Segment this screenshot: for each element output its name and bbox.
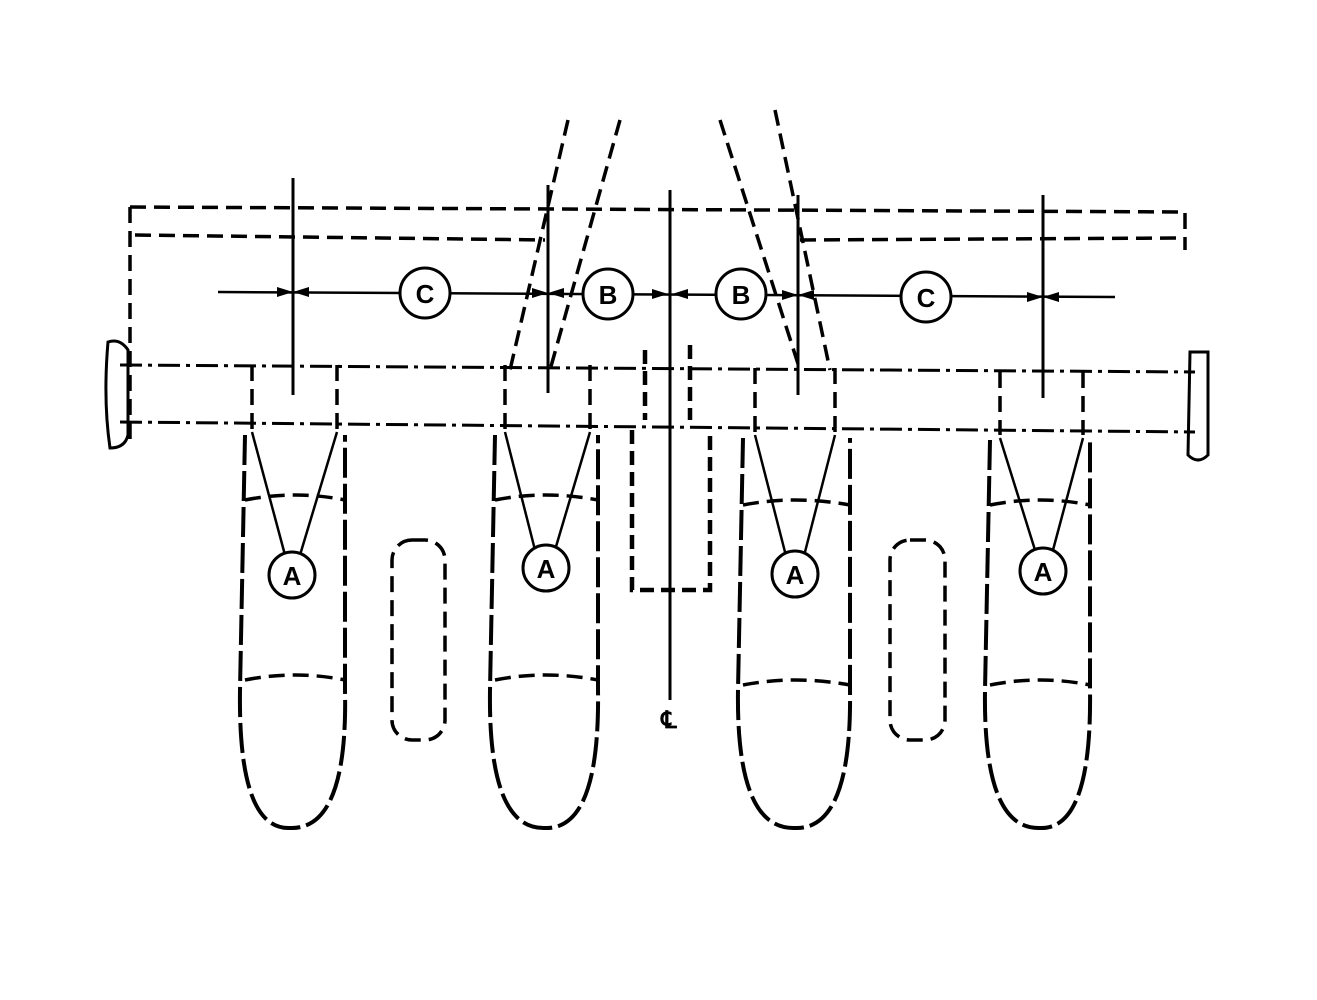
svg-text:A: A [283, 561, 302, 591]
row-unit-1: A [237, 365, 348, 831]
centerline-symbol: ℄ [660, 705, 677, 734]
toolbar [104, 339, 1210, 462]
dimension-label-c-left: C [398, 266, 452, 320]
hitch-lines [508, 109, 832, 371]
upper-frame [128, 205, 1187, 440]
svg-text:B: B [599, 280, 618, 310]
reference-lines [291, 178, 1045, 700]
svg-text:C: C [917, 283, 936, 313]
svg-text:A: A [537, 554, 556, 584]
svg-text:A: A [1034, 557, 1053, 587]
row-unit-3: A [735, 368, 853, 831]
row-unit-4: A [982, 372, 1093, 831]
svg-text:A: A [786, 560, 805, 590]
dimension-label-c-right: C [899, 270, 953, 324]
svg-text:C: C [416, 279, 435, 309]
svg-text:B: B [732, 280, 751, 310]
dimension-label-b-right: B [714, 267, 768, 321]
dimension-line [217, 287, 1116, 302]
row-unit-2: A [487, 365, 601, 831]
dimension-label-b-left: B [581, 267, 635, 321]
center-hitch [629, 345, 713, 593]
gauge-wheel-left [390, 538, 447, 742]
gauge-wheel-right [888, 538, 947, 742]
